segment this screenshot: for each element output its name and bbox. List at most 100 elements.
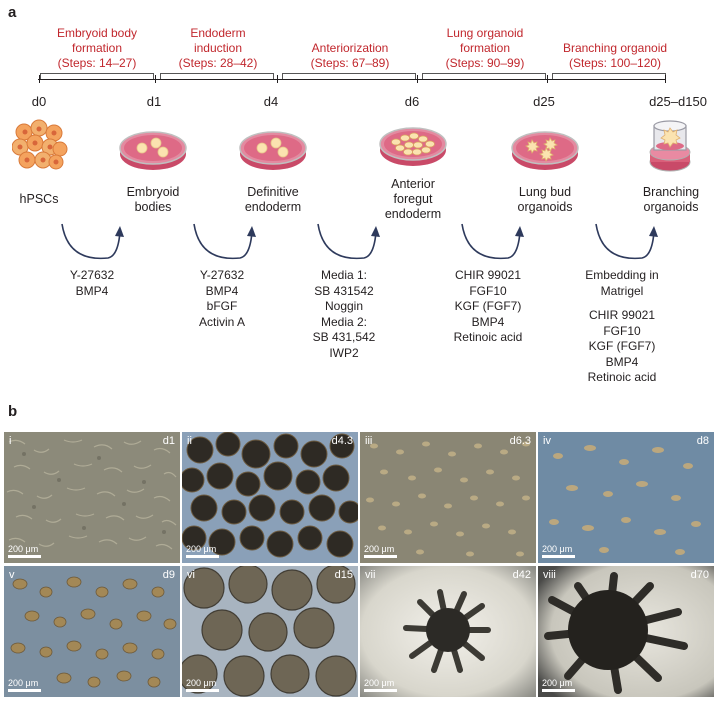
micrograph-day-label: d1 bbox=[162, 435, 175, 447]
day-label: d1 bbox=[146, 94, 162, 109]
stage-title-line2: formation bbox=[459, 41, 511, 55]
scale-bar bbox=[542, 555, 575, 558]
curved-arrow-icon bbox=[595, 223, 658, 260]
scale-bar-label: 200 μm bbox=[364, 544, 395, 554]
cell-label-branching: Branching organoids bbox=[642, 185, 700, 214]
cell-label-embryoid-bodies: Embryoid bodies bbox=[126, 185, 180, 214]
scale-bar-label: 200 μm bbox=[8, 544, 39, 554]
cell-label-anterior-foregut: Anterior foregut endoderm bbox=[384, 177, 442, 221]
scale-bar-label: 200 μm bbox=[364, 678, 395, 688]
dish-definitive-endoderm-illustration bbox=[239, 131, 307, 170]
micrograph-i: i d1 200 μm bbox=[4, 432, 180, 563]
stage-title-embryoid-body: Embryoid body formation (Steps: 14–27) bbox=[27, 26, 167, 71]
timeline-tick bbox=[155, 75, 157, 83]
stage-title-anteriorization: Anteriorization (Steps: 67–89) bbox=[280, 41, 420, 71]
stage-title-line1: Embryoid body bbox=[56, 26, 138, 40]
micrograph-day-label: d70 bbox=[690, 569, 709, 581]
stage-bracket bbox=[282, 73, 416, 79]
scale-bar-label: 200 μm bbox=[542, 678, 573, 688]
micrograph-day-label: d8 bbox=[696, 435, 709, 447]
stage-bracket bbox=[422, 73, 546, 79]
stage-title-line1: Anteriorization bbox=[311, 41, 389, 55]
panel-b-letter: b bbox=[8, 403, 18, 420]
cell-label-hpscs: hPSCs bbox=[19, 192, 59, 206]
cell-label-lung-bud: Lung bud organoids bbox=[517, 185, 573, 214]
stage-title-line1: Branching organoid bbox=[562, 41, 668, 55]
scale-bar bbox=[186, 555, 219, 558]
micrograph-day-label: d15 bbox=[334, 569, 353, 581]
scale-bar-label: 200 μm bbox=[8, 678, 39, 688]
curved-arrow-icon bbox=[461, 223, 524, 260]
dish-embryoid-bodies-illustration bbox=[119, 131, 187, 170]
hpsc-cluster-illustration bbox=[12, 119, 68, 170]
curved-arrow-icon bbox=[193, 223, 256, 260]
reagents-endoderm: Y-27632 BMP4 bFGF Activin A bbox=[198, 268, 246, 329]
scale-bar bbox=[186, 689, 219, 692]
stage-bracket bbox=[552, 73, 666, 79]
reagents-anteriorization: Media 1: SB 431542 Noggin Media 2: SB 43… bbox=[312, 268, 376, 360]
micrograph-iv: iv d8 200 μm bbox=[538, 432, 714, 563]
scale-bar bbox=[364, 689, 397, 692]
micrograph-roman-label: iii bbox=[365, 435, 373, 447]
stage-title-line2: induction bbox=[193, 41, 243, 55]
branching-organoid-illustration bbox=[649, 120, 691, 172]
micrograph-day-label: d9 bbox=[162, 569, 175, 581]
micrograph-roman-label: vi bbox=[187, 569, 195, 581]
micrograph-iii: iii d6.3 200 μm bbox=[360, 432, 536, 563]
scale-bar-label: 200 μm bbox=[186, 678, 217, 688]
micrograph-day-label: d6.3 bbox=[509, 435, 531, 447]
micrograph-vii: vii d42 200 μm bbox=[360, 566, 536, 697]
day-label: d25–d150 bbox=[649, 94, 707, 109]
scale-bar bbox=[8, 555, 41, 558]
stage-title-endoderm: Endoderm induction (Steps: 28–42) bbox=[148, 26, 288, 71]
scale-bar bbox=[542, 689, 575, 692]
dish-foregut-illustration bbox=[379, 127, 447, 166]
stage-bracket bbox=[160, 73, 274, 79]
timeline-tick bbox=[277, 75, 279, 83]
micrograph-roman-label: i bbox=[9, 435, 12, 447]
panel-a-letter: a bbox=[8, 4, 17, 21]
micrograph-roman-label: iv bbox=[543, 435, 551, 447]
scale-bar bbox=[364, 555, 397, 558]
day-label: d6 bbox=[404, 94, 420, 109]
timeline-tick bbox=[547, 75, 549, 83]
day-label: d0 bbox=[31, 94, 47, 109]
stage-steps: (Steps: 100–120) bbox=[568, 56, 662, 70]
curved-arrow-icon bbox=[317, 223, 380, 260]
stage-steps: (Steps: 67–89) bbox=[310, 56, 390, 70]
micrograph-roman-label: v bbox=[9, 569, 15, 581]
cell-label-definitive-endoderm: Definitive endoderm bbox=[244, 185, 302, 214]
stage-title-lung-organoid: Lung organoid formation (Steps: 90–99) bbox=[415, 26, 555, 71]
stage-title-line2: formation bbox=[71, 41, 123, 55]
micrograph-vi: vi d15 200 μm bbox=[182, 566, 358, 697]
day-label: d4 bbox=[263, 94, 279, 109]
timeline-tick bbox=[417, 75, 419, 83]
micrograph-day-label: d4.3 bbox=[331, 435, 353, 447]
micrograph-roman-label: vii bbox=[365, 569, 376, 581]
day-label: d25 bbox=[533, 94, 555, 109]
stage-steps: (Steps: 28–42) bbox=[178, 56, 258, 70]
scale-bar bbox=[8, 689, 41, 692]
timeline-tick bbox=[39, 75, 41, 83]
timeline-line bbox=[38, 79, 666, 81]
stage-title-branching: Branching organoid (Steps: 100–120) bbox=[545, 41, 685, 71]
micrograph-day-label: d42 bbox=[512, 569, 531, 581]
stage-bracket bbox=[40, 73, 154, 79]
timeline-tick bbox=[665, 75, 667, 83]
reagents-lung-organoid: CHIR 99021 FGF10 KGF (FGF7) BMP4 Retinoi… bbox=[453, 268, 523, 344]
micrograph-roman-label: viii bbox=[543, 569, 556, 581]
micrograph-viii: viii d70 200 μm bbox=[538, 566, 714, 697]
dish-lung-bud-illustration bbox=[511, 131, 579, 170]
reagents-branching: Embedding in Matrigel CHIR 99021 FGF10 K… bbox=[585, 268, 659, 384]
curved-arrow-icon bbox=[61, 223, 124, 260]
stage-steps: (Steps: 90–99) bbox=[445, 56, 525, 70]
stage-title-line1: Endoderm bbox=[190, 26, 246, 40]
stage-steps: (Steps: 14–27) bbox=[57, 56, 137, 70]
micrograph-v: v d9 200 μm bbox=[4, 566, 180, 697]
stage-title-line1: Lung organoid bbox=[446, 26, 524, 40]
micrograph-roman-label: ii bbox=[187, 435, 192, 447]
micrograph-ii: ii d4.3 200 μm bbox=[182, 432, 358, 563]
scale-bar-label: 200 μm bbox=[186, 544, 217, 554]
scale-bar-label: 200 μm bbox=[542, 544, 573, 554]
reagents-embryoid: Y-27632 BMP4 bbox=[69, 268, 115, 298]
